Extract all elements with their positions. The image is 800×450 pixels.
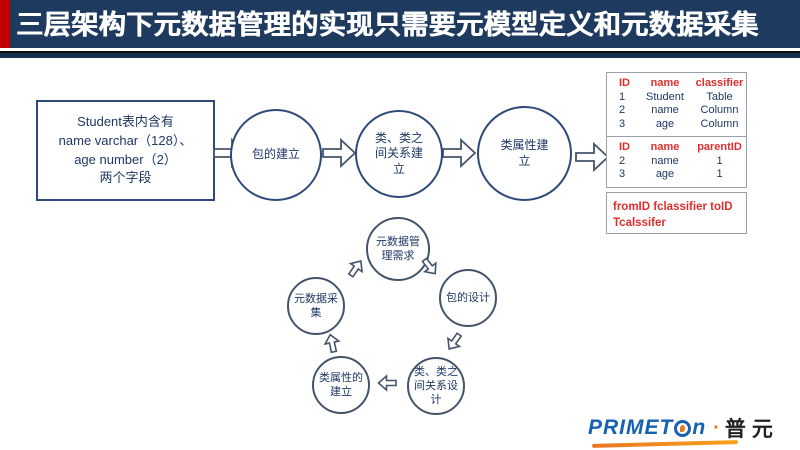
cycle-step-package-design: 包的设计 — [439, 269, 497, 327]
cell: 2 — [619, 104, 626, 116]
cycle-step-metadata-requirements: 元数据管理需求 — [366, 217, 430, 281]
source-line: Student表内含有 — [77, 113, 174, 129]
col-header: name — [650, 141, 680, 153]
assoc-line: Tcalssifer — [613, 216, 666, 229]
cell: Column — [700, 104, 739, 116]
table-row: 3 age 1 — [607, 168, 746, 182]
cycle-step-label: 元数据管理需求 — [376, 235, 420, 262]
cycle-step-class-relations-design: 类、类之间关系设计 — [407, 357, 465, 415]
logo-chinese-name: 普元 — [724, 418, 779, 441]
col-header: classifier — [695, 77, 744, 89]
flow-step-label: 类属性建立 — [500, 137, 549, 168]
classifier-table: ID name classifier 1 Student Table 2 nam… — [606, 72, 747, 137]
cycle-step-label: 类属性的建立 — [319, 371, 363, 398]
source-line: age number（2） — [74, 151, 177, 167]
table-row: 2 name Column — [607, 104, 746, 118]
primeton-wordmark: PRIMET n — [588, 416, 739, 448]
cycle-step-class-attributes: 类属性的建立 — [312, 356, 370, 414]
cycle-arrow-icon — [417, 254, 443, 281]
logo-separator: · — [713, 416, 720, 439]
col-header: name — [650, 77, 680, 89]
flow-step-class-attributes: 类属性建立 — [477, 106, 572, 201]
page-title: 三层架构下元数据管理的实现只需要元模型定义和元数据采集 — [16, 10, 759, 40]
table-row: 1 Student Table — [607, 91, 746, 105]
col-header: ID — [619, 77, 630, 89]
cell: 3 — [619, 117, 626, 130]
flow-step-label: 类、类之间关系建立 — [374, 130, 423, 176]
cell: Column — [700, 117, 739, 130]
flow-arrow-icon — [575, 141, 610, 173]
cycle-step-label: 包的设计 — [446, 291, 490, 304]
cycle-arrow-icon — [377, 374, 397, 392]
col-header: ID — [619, 141, 630, 153]
cycle-arrow-icon — [441, 329, 467, 356]
logo-text-suffix: n — [692, 416, 707, 439]
cell: 1 — [716, 154, 723, 167]
primeton-logo: PRIMET n · 普元 — [588, 413, 779, 449]
source-line: name varchar（128）、 — [58, 132, 193, 148]
assoc-line: fromID fclassifier toID — [613, 201, 733, 213]
cell: age — [655, 117, 675, 130]
logo-text: PRIMET — [588, 416, 674, 439]
title-divider — [0, 51, 800, 58]
source-description-box: Student表内含有 name varchar（128）、 age numbe… — [36, 100, 215, 201]
title-bar: 三层架构下元数据管理的实现只需要元模型定义和元数据采集 — [0, 0, 800, 48]
cell: 1 — [716, 168, 723, 180]
primeton-logo-icon — [674, 419, 692, 437]
association-table: fromID fclassifier toID Tcalssifer — [606, 192, 747, 234]
cycle-arrow-icon — [343, 255, 369, 282]
table-header-row: ID name parentID — [607, 141, 746, 155]
cell: 2 — [619, 154, 626, 167]
cell: 3 — [619, 168, 626, 180]
cycle-step-label: 元数据采集 — [294, 292, 338, 319]
parent-table: ID name parentID 2 name 1 3 age 1 — [606, 136, 747, 188]
cell: name — [651, 104, 679, 116]
source-line: 两个字段 — [99, 170, 152, 186]
cell: name — [651, 154, 679, 167]
cycle-step-metadata-collection: 元数据采集 — [287, 277, 345, 335]
flow-step-package-creation: 包的建立 — [230, 109, 322, 201]
cell: Table — [706, 90, 733, 103]
cycle-arrow-icon — [321, 331, 343, 354]
flow-arrow-icon — [322, 137, 357, 169]
logo-swoosh — [591, 440, 739, 448]
col-header: parentID — [697, 141, 742, 153]
table-row: 3 age Column — [607, 118, 746, 132]
flow-step-class-relations: 类、类之间关系建立 — [355, 110, 443, 198]
title-accent-bar — [0, 0, 10, 48]
flow-step-label: 包的建立 — [251, 147, 300, 162]
cycle-step-label: 类、类之间关系设计 — [414, 365, 458, 407]
table-row: 2 name 1 — [607, 155, 746, 169]
cell: Student — [646, 90, 684, 103]
table-header-row: ID name classifier — [607, 77, 746, 91]
cell: age — [655, 168, 675, 180]
flow-arrow-icon — [442, 137, 477, 169]
cell: 1 — [619, 90, 626, 103]
